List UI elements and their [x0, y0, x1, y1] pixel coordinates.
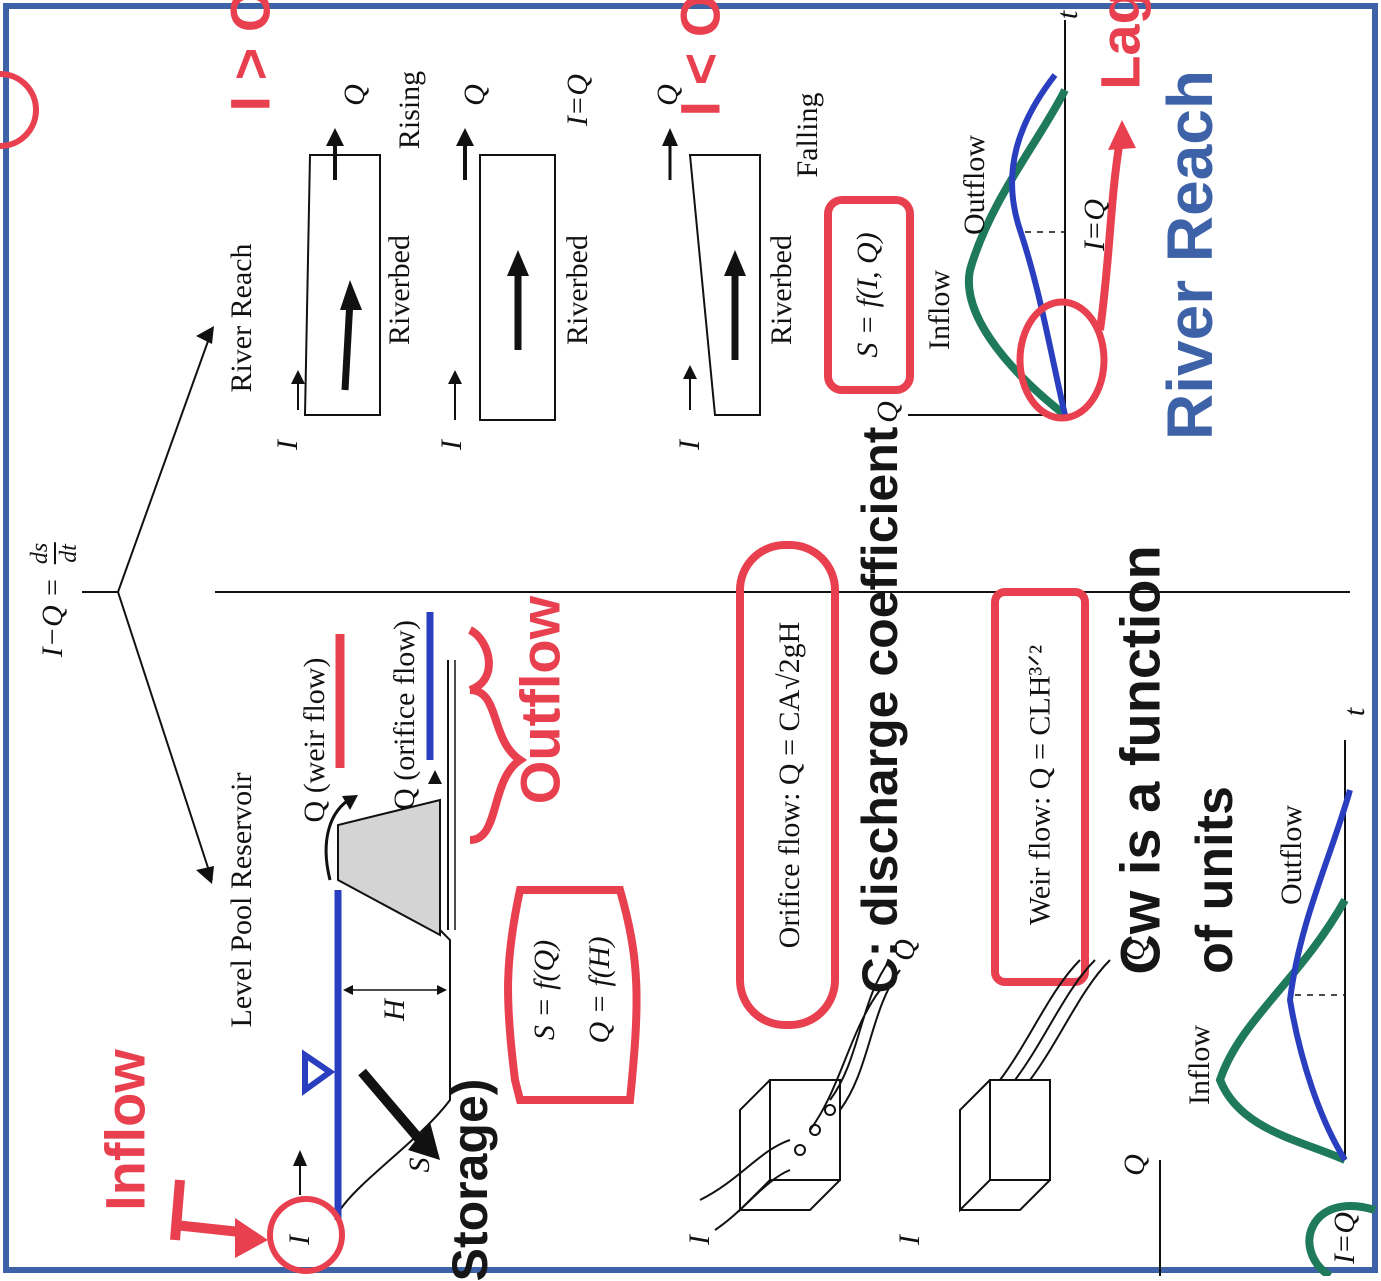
river-hydro-inflow-label: Inflow	[923, 270, 957, 350]
reservoir-hydro-outflow-label: Outflow	[1275, 805, 1309, 905]
discharge-relation: Q = f(H)	[583, 937, 617, 1044]
river-hydro-equal-label: I=Q	[1078, 199, 1112, 251]
river-falling-state: Falling	[791, 92, 825, 177]
orifice-inflow-label: I	[683, 1235, 717, 1245]
annotation-discharge: C: discharge coefficient	[851, 427, 909, 994]
reservoir-title: Level Pool Reservoir	[225, 773, 259, 1028]
routing-equation: I−Q = ds dt	[27, 543, 83, 658]
river-steady-inflow-label: I	[435, 440, 469, 450]
river-hydro-q-label: Q	[871, 401, 905, 423]
weir-formula: Weir flow: Q = CLH³ᐟ²	[1023, 645, 1058, 925]
reservoir-hydro-q-label: Q	[1118, 1154, 1152, 1176]
river-hydro-t-label: t	[1051, 11, 1085, 19]
river-falling-bed-label: Riverbed	[765, 235, 799, 345]
annotation-cw-function: Cw is a function	[1108, 545, 1173, 974]
annotation-storage: Storage)	[441, 1079, 499, 1281]
reservoir-hydro-equal-label: I=Q	[1328, 1212, 1362, 1264]
annotation-outflow: Outflow	[508, 596, 573, 804]
reservoir-inflow-label: I	[283, 1235, 317, 1245]
river-steady-state: I=Q	[561, 74, 595, 126]
reservoir-hydro-t-label: t	[1338, 708, 1372, 716]
orifice-flow-label: Q (orifice flow)	[388, 620, 422, 810]
weir-inflow-label: I	[893, 1235, 927, 1245]
annotation-lag: Lag	[1088, 0, 1153, 90]
orifice-formula: Orifice flow: Q = CA√2gH	[773, 622, 807, 949]
equation-lhs: I−Q =	[36, 578, 69, 658]
annotation-inflow: Inflow	[93, 1049, 158, 1211]
annotation-i-gt-o: I > O	[218, 0, 283, 111]
section-label-river-reach: River Reach	[1153, 70, 1227, 440]
river-rising-state: Rising	[393, 71, 427, 149]
reservoir-hydro-inflow-label: Inflow	[1183, 1025, 1217, 1105]
weir-flow-label: Q (weir flow)	[298, 658, 332, 823]
reservoir-head-label: H	[378, 999, 412, 1021]
equation-fraction: ds dt	[27, 543, 83, 564]
storage-relation: S = f(Q)	[528, 940, 562, 1040]
river-rising-outflow-label: Q	[338, 84, 372, 106]
river-storage-relation: S = f(I, Q)	[851, 232, 885, 357]
river-rising-bed-label: Riverbed	[383, 235, 417, 345]
equation-denominator: dt	[56, 543, 83, 564]
annotation-i-lt-o: I < O	[668, 0, 733, 116]
river-falling-inflow-label: I	[673, 440, 707, 450]
annotation-units: of units	[1185, 786, 1245, 974]
river-rising-inflow-label: I	[271, 440, 305, 450]
river-title: River Reach	[225, 243, 259, 392]
equation-numerator: ds	[27, 543, 56, 564]
reservoir-storage-label: S	[403, 1158, 437, 1173]
river-steady-bed-label: Riverbed	[561, 235, 595, 345]
river-hydro-outflow-label: Outflow	[958, 135, 992, 235]
river-steady-outflow-label: Q	[458, 84, 492, 106]
